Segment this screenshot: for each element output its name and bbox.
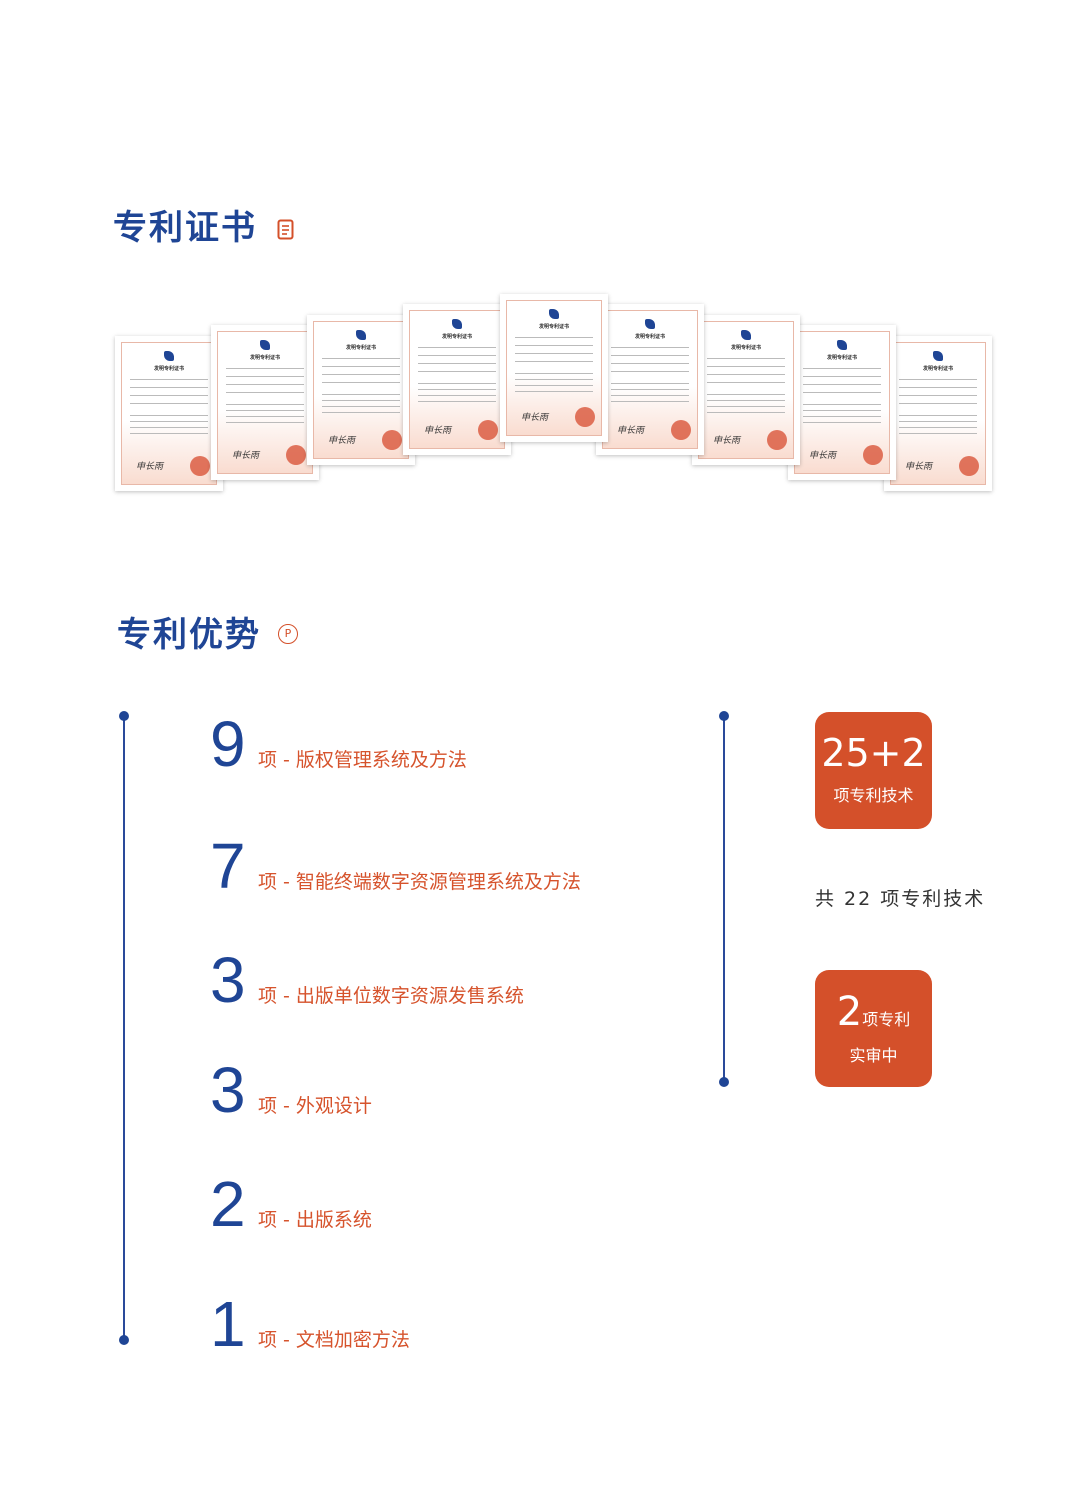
pending-value: 2 — [836, 989, 863, 1035]
certificate-signature: 申长雨 — [328, 436, 356, 446]
certificate-signature: 申长雨 — [905, 462, 933, 472]
seal-icon — [190, 456, 210, 476]
patent-count: 7 — [210, 830, 246, 902]
patent-count: 2 — [210, 1168, 246, 1240]
patent-label: 项 - 智能终端数字资源管理系统及方法 — [258, 871, 581, 893]
pending-patents-box: 2项专利 实审中 — [815, 970, 932, 1087]
patent-certificate: 发明专利证书申长雨 — [211, 325, 319, 480]
certificate-heading: 发明专利证书 — [153, 366, 184, 372]
patent-count: 9 — [210, 708, 246, 780]
certificate-signature: 申长雨 — [424, 426, 452, 436]
document-icon — [277, 219, 294, 240]
patent-certificate: 发明专利证书申长雨 — [788, 325, 896, 480]
patent-count: 3 — [210, 1054, 246, 1126]
timeline-line-left — [123, 716, 125, 1340]
certificate-heading: 发明专利证书 — [730, 345, 761, 351]
seal-icon — [959, 456, 979, 476]
certificate-signature: 申长雨 — [713, 436, 741, 446]
patent-count: 3 — [210, 944, 246, 1016]
certificate-signature: 申长雨 — [521, 413, 549, 423]
seal-icon — [478, 420, 498, 440]
patent-certificate: 发明专利证书申长雨 — [884, 336, 992, 491]
certificate-signature: 申长雨 — [809, 451, 837, 461]
timeline-dot — [119, 1335, 129, 1345]
patent-certificate: 发明专利证书申长雨 — [500, 294, 608, 442]
certificate-logo-icon — [356, 330, 366, 340]
seal-icon — [382, 430, 402, 450]
certificate-heading: 发明专利证书 — [634, 334, 665, 340]
patent-tech-value: 25+2 — [821, 731, 926, 775]
certificate-logo-icon — [741, 330, 751, 340]
patent-tech-box: 25+2 项专利技术 — [815, 712, 932, 829]
patent-label: 项 - 出版系统 — [258, 1209, 372, 1231]
patent-certificate: 发明专利证书申长雨 — [403, 304, 511, 455]
patent-certificate: 发明专利证书申长雨 — [307, 315, 415, 465]
patent-label: 项 - 出版单位数字资源发售系统 — [258, 985, 524, 1007]
certificate-signature: 申长雨 — [617, 426, 645, 436]
certificate-logo-icon — [452, 319, 462, 329]
certificate-logo-icon — [933, 351, 943, 361]
section-title-certificates: 专利证书 — [113, 208, 257, 248]
patent-label: 项 - 外观设计 — [258, 1095, 372, 1117]
certificate-heading: 发明专利证书 — [826, 355, 857, 361]
certificate-signature: 申长雨 — [232, 451, 260, 461]
patent-count: 1 — [210, 1288, 246, 1360]
timeline-dot — [119, 711, 129, 721]
patent-label: 项 - 版权管理系统及方法 — [258, 749, 467, 771]
section-title-advantages: 专利优势 — [117, 615, 261, 655]
certificate-logo-icon — [645, 319, 655, 329]
seal-icon — [671, 420, 691, 440]
certificate-heading: 发明专利证书 — [249, 355, 280, 361]
certificate-logo-icon — [260, 340, 270, 350]
certificate-logo-icon — [549, 309, 559, 319]
certificate-heading: 发明专利证书 — [922, 366, 953, 372]
certificate-heading: 发明专利证书 — [538, 324, 569, 330]
certificate-signature: 申长雨 — [136, 462, 164, 472]
patent-label: 项 - 文档加密方法 — [258, 1329, 410, 1351]
timeline-line-right — [723, 716, 725, 1082]
certificate-logo-icon — [837, 340, 847, 350]
timeline-dot — [719, 1077, 729, 1087]
patent-p-icon: P — [278, 624, 298, 644]
seal-icon — [863, 445, 883, 465]
timeline-dot — [719, 711, 729, 721]
patent-tech-label: 项专利技术 — [833, 786, 914, 805]
patent-certificate: 发明专利证书申长雨 — [596, 304, 704, 455]
patent-certificate: 发明专利证书申长雨 — [692, 315, 800, 465]
patent-certificate: 发明专利证书申长雨 — [115, 336, 223, 491]
certificate-logo-icon — [164, 351, 174, 361]
pending-label: 实审中 — [849, 1046, 898, 1065]
seal-icon — [767, 430, 787, 450]
seal-icon — [286, 445, 306, 465]
certificate-heading: 发明专利证书 — [441, 334, 472, 340]
pending-unit: 项专利 — [862, 1010, 911, 1029]
total-patents-text: 共 22 项专利技术 — [815, 888, 986, 910]
certificate-heading: 发明专利证书 — [345, 345, 376, 351]
seal-icon — [575, 407, 595, 427]
